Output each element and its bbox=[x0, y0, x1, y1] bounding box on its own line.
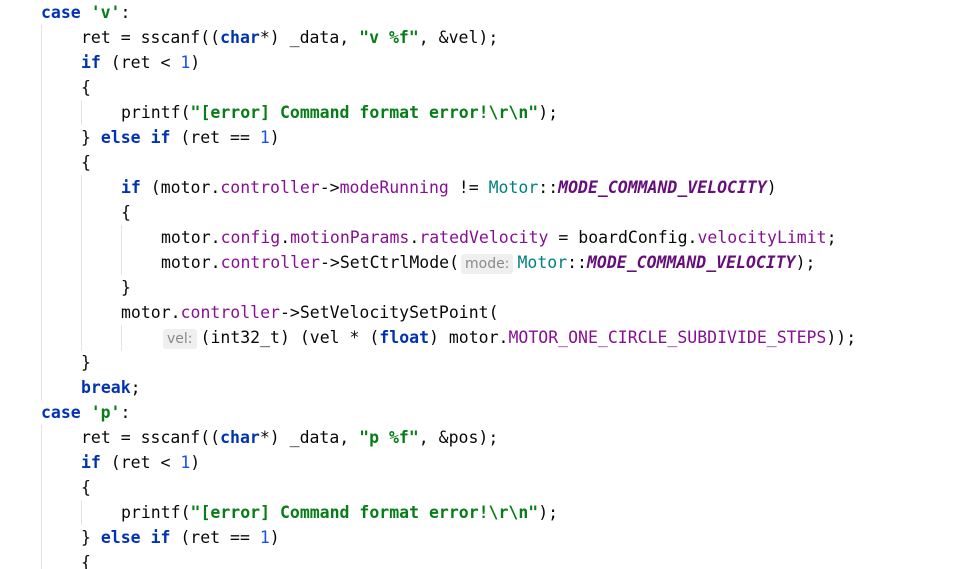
code-line: case 'p': bbox=[41, 403, 131, 422]
code-line: motor.controller->SetCtrlMode(mode:Motor… bbox=[161, 253, 816, 274]
indent-guide bbox=[81, 500, 82, 525]
indent-guide bbox=[121, 225, 122, 275]
code-line: break; bbox=[81, 378, 141, 397]
code-line: case 'v': bbox=[41, 3, 131, 22]
indent-guide bbox=[41, 425, 42, 569]
code-line: } bbox=[81, 353, 91, 372]
code-line: } bbox=[121, 278, 131, 297]
code-line: motor.controller->SetVelocitySetPoint( bbox=[121, 303, 499, 322]
code-line: { bbox=[81, 553, 91, 569]
code-line: printf("[error] Command format error!\r\… bbox=[121, 103, 559, 122]
parameter-hint: vel: bbox=[163, 329, 197, 349]
code-line: { bbox=[81, 78, 91, 97]
code-line: } else if (ret == 1) bbox=[81, 528, 280, 547]
code-line: { bbox=[81, 153, 91, 172]
code-line: ret = sscanf((char*) _data, "v %f", &vel… bbox=[81, 28, 499, 47]
code-line: if (ret < 1) bbox=[81, 453, 201, 472]
code-line: if (ret < 1) bbox=[81, 53, 201, 72]
code-line: { bbox=[121, 203, 131, 222]
indent-guide bbox=[121, 325, 122, 350]
code-line: motor.config.motionParams.ratedVelocity … bbox=[161, 228, 837, 247]
indent-guide bbox=[41, 25, 42, 400]
indent-guide bbox=[81, 175, 82, 350]
code-line: } else if (ret == 1) bbox=[81, 128, 280, 147]
code-line: ret = sscanf((char*) _data, "p %f", &pos… bbox=[81, 428, 499, 447]
code-line: { bbox=[81, 478, 91, 497]
code-line: if (motor.controller->modeRunning != Mot… bbox=[121, 178, 777, 197]
code-line: vel:(int32_t) (vel * (float) motor.MOTOR… bbox=[161, 325, 856, 350]
indent-guide bbox=[81, 100, 82, 125]
code-line: printf("[error] Command format error!\r\… bbox=[121, 503, 559, 522]
parameter-hint: mode: bbox=[461, 254, 514, 274]
